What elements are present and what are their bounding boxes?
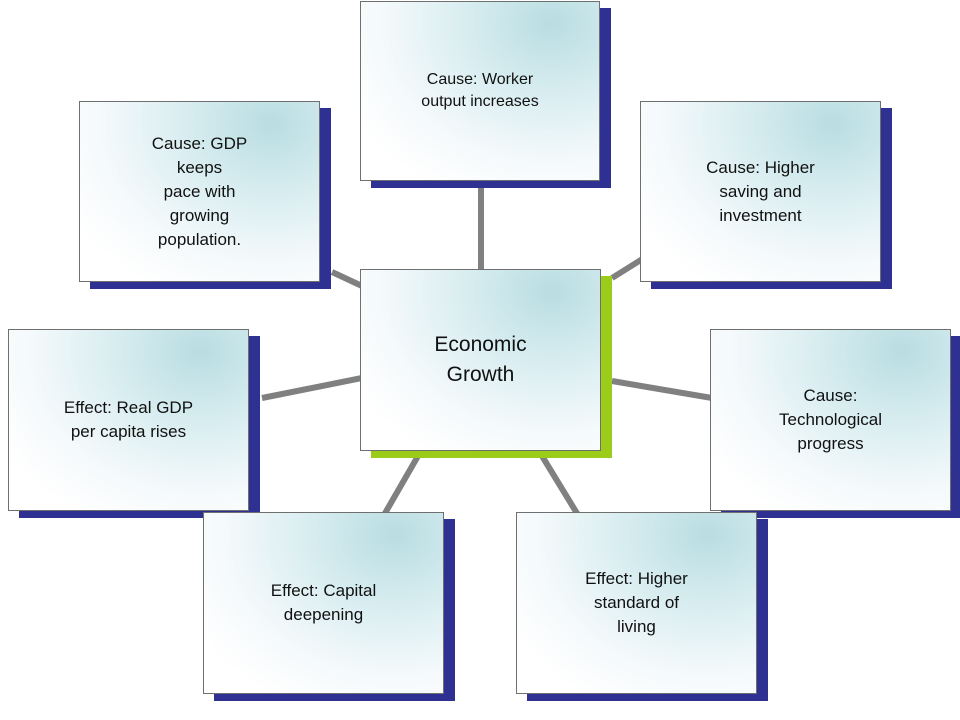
node-label: Effect: Real GDP per capita rises (63, 398, 194, 441)
connector-real-gdp (261, 375, 363, 401)
node-saving-investment: Cause: Higher saving and investment (640, 101, 881, 282)
node-technology: Cause: Technological progress (710, 329, 951, 511)
node-label: Effect: Higher standard of living (585, 569, 688, 636)
node-standard-living: Effect: Higher standard of living (516, 512, 757, 694)
center-label: Economic Growth (434, 333, 527, 386)
connector-capital-deepening (381, 454, 421, 517)
node-label: Cause: Worker output increases (421, 71, 539, 110)
node-worker-output: Cause: Worker output increases (360, 1, 600, 181)
node-capital-deepening: Effect: Capital deepening (203, 512, 444, 694)
node-label: Cause: Technological progress (778, 386, 882, 453)
connector-standard-living (539, 454, 581, 517)
node-real-gdp: Effect: Real GDP per capita rises (8, 329, 249, 511)
node-label: Effect: Capital deepening (270, 581, 377, 624)
connector-saving-investment (610, 255, 646, 281)
node-label: Cause: Higher saving and investment (706, 157, 815, 225)
connector-gdp-pace (330, 269, 364, 289)
node-economic-growth: Economic Growth (360, 269, 601, 451)
node-gdp-pace: Cause: GDP keeps pace with growing popul… (79, 101, 320, 282)
connector-technology (611, 378, 713, 401)
node-label: Cause: GDP keeps pace with growing popul… (151, 133, 248, 249)
